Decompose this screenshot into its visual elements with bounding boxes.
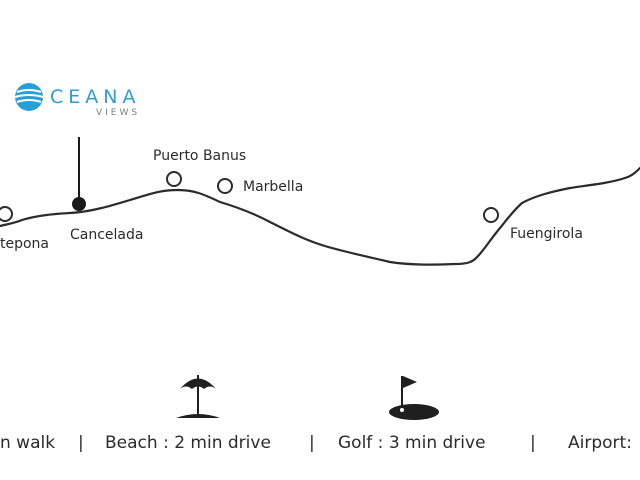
place-label-fuengirola: Fuengirola — [510, 226, 583, 242]
logo-subtitle: VIEWS — [96, 108, 141, 118]
golf-flag-icon — [389, 376, 439, 420]
beach-umbrella-icon — [176, 375, 220, 418]
amenity-separator: | — [530, 433, 536, 453]
ceana-pin-marker — [72, 197, 86, 211]
place-label-puerto-banus: Puerto Banus — [153, 148, 247, 164]
place-label-estepona: tepona — [0, 236, 50, 252]
amenity-walk: n walk — [0, 433, 56, 453]
marbella-marker — [217, 178, 233, 194]
globe-icon — [14, 83, 44, 111]
amenity-airport: Airport: — [568, 433, 632, 453]
amenity-golf: Golf : 3 min drive — [338, 433, 486, 453]
puerto-banus-marker — [166, 171, 182, 187]
place-label-cancelada: Cancelada — [70, 227, 144, 243]
amenity-separator: | — [78, 433, 84, 453]
coastline-path — [0, 166, 640, 266]
place-label-marbella: Marbella — [243, 179, 304, 195]
amenity-separator: | — [309, 433, 315, 453]
fuengirola-marker — [483, 207, 499, 223]
amenity-beach: Beach : 2 min drive — [105, 433, 271, 453]
estepona-marker — [0, 206, 13, 222]
logo-wordmark: CEANA — [50, 86, 141, 108]
